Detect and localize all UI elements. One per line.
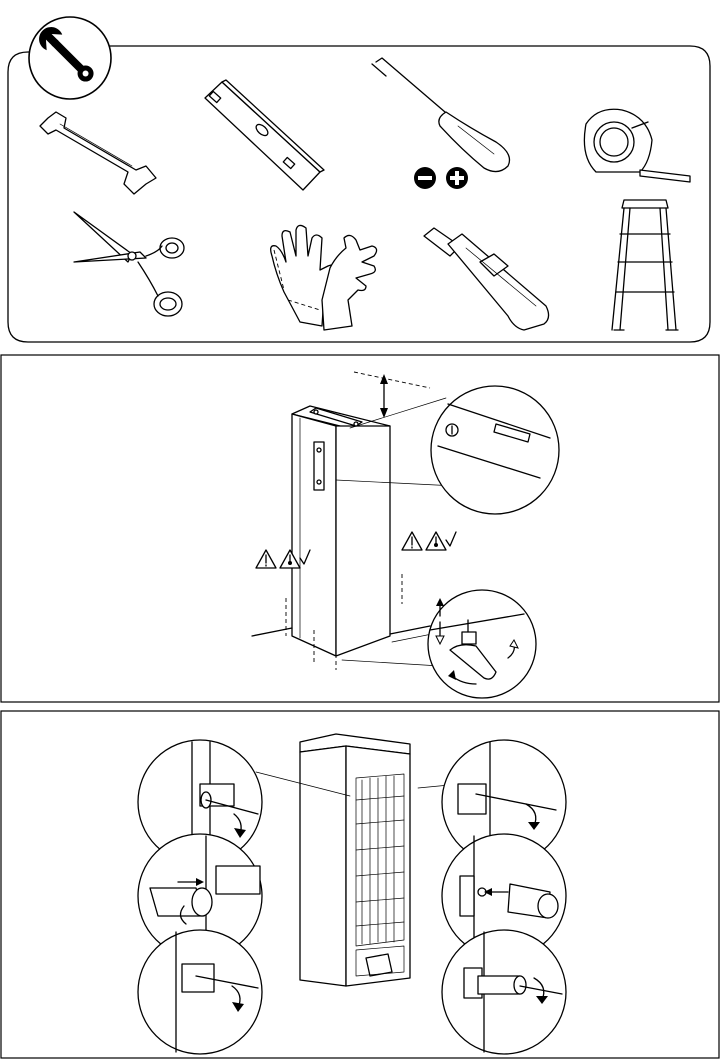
gloves-icon: [271, 225, 377, 330]
temperature-icon: [426, 532, 446, 550]
wrench-icon: [29, 17, 111, 99]
mounting-panel: [0, 710, 720, 1060]
tape-measure-icon: [584, 109, 690, 182]
appliance-back-icon: [300, 734, 410, 986]
spanner-icon: [40, 112, 156, 194]
scissors-icon: [74, 212, 184, 316]
screwdriver-icon: [372, 58, 510, 172]
cutter-knife-icon: [424, 228, 549, 330]
leveling-panel: [0, 354, 720, 704]
screw-icon: [442, 930, 566, 1054]
flat-head-icon: [414, 167, 436, 189]
warning-icon: [402, 532, 422, 550]
appliance-icon: [252, 406, 430, 670]
ladder-icon: [612, 200, 678, 330]
warning-icon: [256, 550, 276, 568]
tools-panel: [0, 0, 720, 350]
check-icon: [446, 532, 456, 546]
cross-head-icon: [446, 167, 468, 189]
screw-icon: [138, 930, 262, 1054]
spirit-level-icon: [205, 80, 324, 190]
